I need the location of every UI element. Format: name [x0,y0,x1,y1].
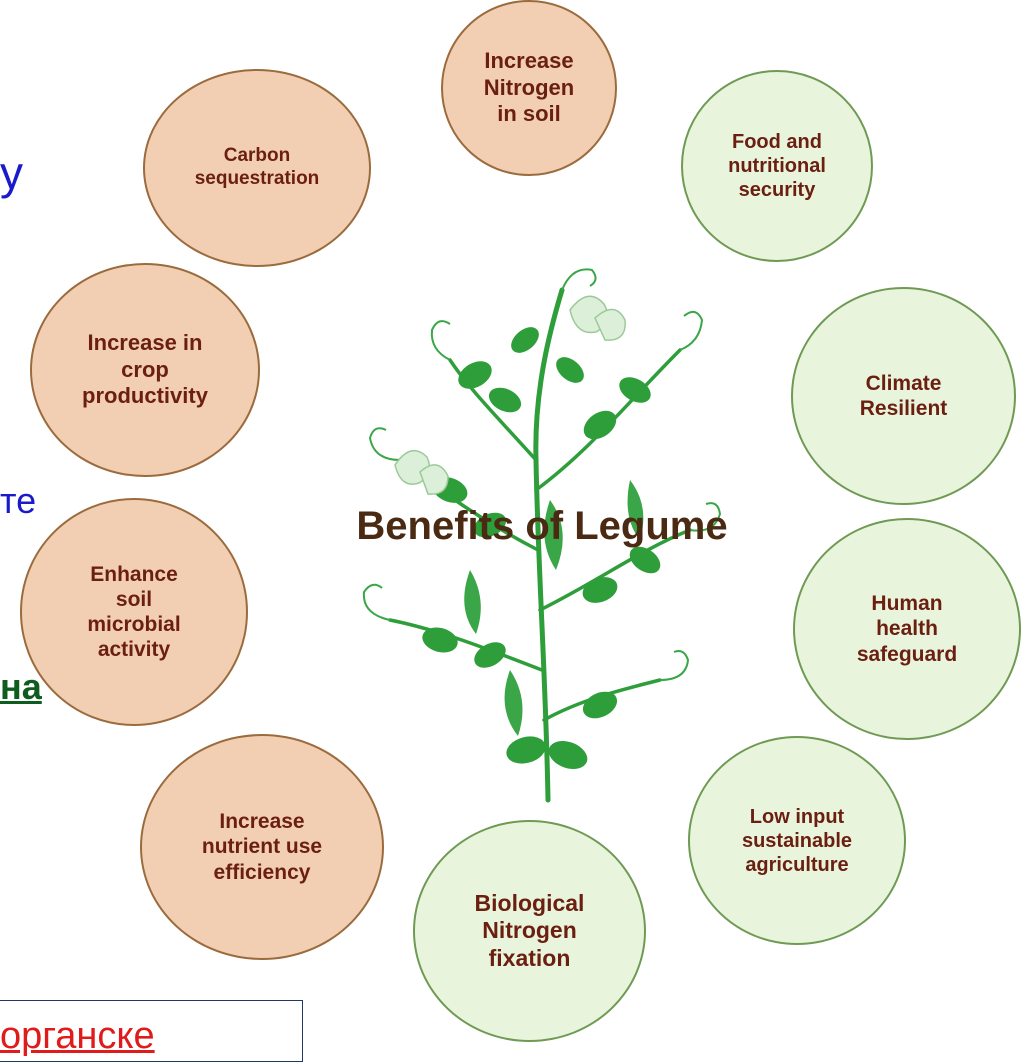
benefit-label: Human health safeguard [856,592,958,666]
slide-text-fragment-underlined: на [0,666,42,707]
red-text-fragment: органске [0,1015,155,1057]
legume-plant-illustration [362,268,722,803]
benefit-bubble-food-security: Food and nutritional security [681,70,873,262]
benefit-bubble-human-health: Human health safeguard [793,518,1021,740]
benefit-bubble-bnf: Biological Nitrogen fixation [413,820,646,1042]
benefit-bubble-climate-resilient: Climate Resilient [791,287,1016,505]
benefit-bubble-nutrient-use: Increase nutrient use efficiency [140,734,384,960]
benefit-bubble-carbon: Carbon sequestration [143,69,371,267]
benefit-label: Food and nutritional security [728,131,826,201]
slide-text-fragment-top: y [0,147,23,199]
benefit-bubble-low-input: Low input sustainable agriculture [688,736,906,945]
benefit-label: Carbon sequestration [194,145,320,189]
diagram-title: Benefits of Legume [356,504,728,548]
benefit-label: Increase in crop productivity [82,330,208,409]
benefit-bubble-increase-nitrogen: Increase Nitrogen in soil [441,0,617,176]
benefit-label: Increase Nitrogen in soil [483,48,575,127]
benefit-label: Increase nutrient use efficiency [201,810,323,884]
benefit-label: Climate Resilient [859,371,948,420]
slide-text-fragment-middle: те [0,480,37,521]
benefit-label: Low input sustainable agriculture [741,805,853,876]
benefit-label: Biological Nitrogen fixation [474,889,585,971]
red-text-box: органске [0,1000,303,1062]
benefit-label: Enhance soil microbial activity [87,562,181,662]
benefit-bubble-soil-microbial: Enhance soil microbial activity [20,498,248,726]
benefit-bubble-crop-productivity: Increase in crop productivity [30,263,260,477]
